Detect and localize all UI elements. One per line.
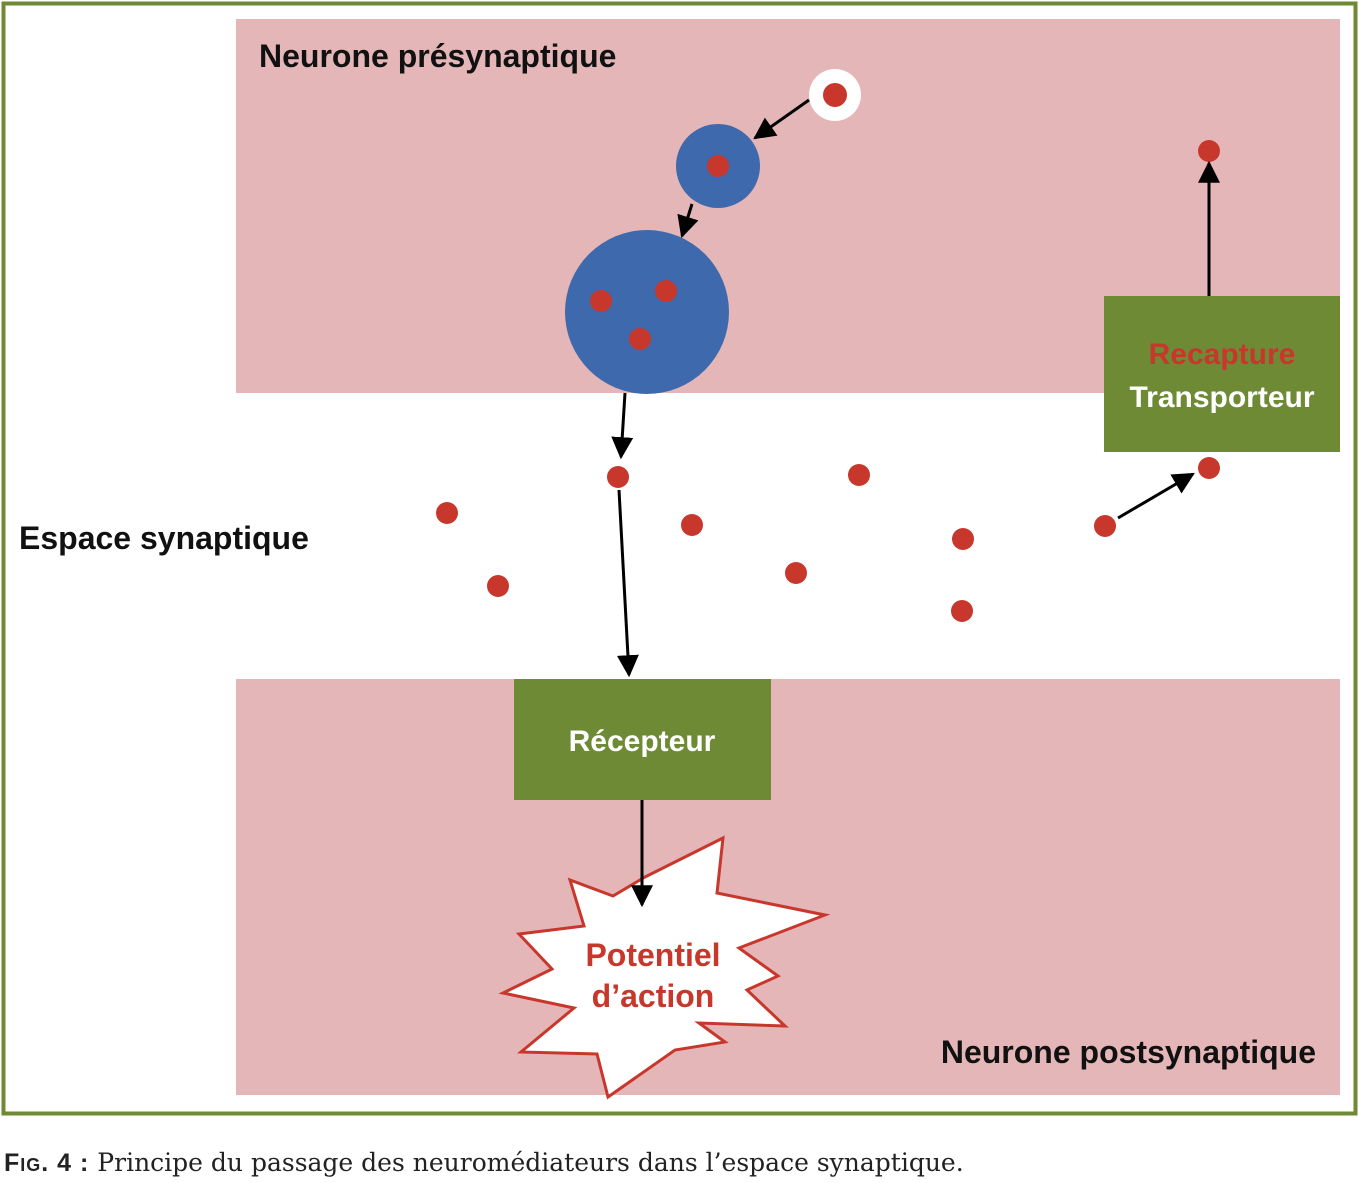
action-potential-burst [498,835,831,1100]
neurotransmitter-molecule [785,562,807,584]
arrow-to-receptor [616,489,639,678]
precursor-molecule [823,83,847,107]
neurotransmitter-molecule [848,464,870,486]
arrow-release [611,392,634,460]
figure-number: Fig. 4 : [4,1149,90,1177]
action-potential-line2: d’action [592,978,715,1014]
receptor-box [514,679,771,800]
synapse-diagram: Neurone présynaptique Espace synaptique … [1,1,1358,1116]
transporter-label: Transporteur [1129,381,1314,414]
synaptic-space-label: Espace synaptique [19,520,309,556]
neurotransmitter-molecule [1198,457,1220,479]
arrow-to-transporter [1117,472,1195,520]
neurotransmitter-molecule [629,328,651,350]
neurotransmitter-molecule [952,528,974,550]
arrow-vesicle-maturation [677,203,699,239]
large-vesicle [565,230,729,394]
neurotransmitter-molecule [487,575,509,597]
neurotransmitter-molecule [681,514,703,536]
neurotransmitter-molecule [655,280,677,302]
neurotransmitter-molecule [590,290,612,312]
presynaptic-label: Neurone présynaptique [259,38,616,74]
transporter-box [1104,296,1340,452]
action-potential-line1: Potentiel [585,937,720,973]
figure-caption: Fig. 4 : Principe du passage des neuromé… [4,1148,1344,1178]
reuptake-label: Recapture [1149,338,1296,371]
arrow-precursor-to-vesicle [753,98,810,140]
neurotransmitter-molecule [1198,140,1220,162]
neurotransmitter-molecule [1094,515,1116,537]
neurotransmitter-molecule [951,600,973,622]
receptor-label: Récepteur [569,725,716,758]
postsynaptic-neuron [236,679,1340,1095]
neurotransmitter-molecule [707,155,729,177]
neurotransmitter-molecule [607,466,629,488]
neurotransmitter-molecule [436,502,458,524]
caption-text: Principe du passage des neuromédiateurs … [97,1148,964,1177]
postsynaptic-label: Neurone postsynaptique [941,1034,1316,1070]
